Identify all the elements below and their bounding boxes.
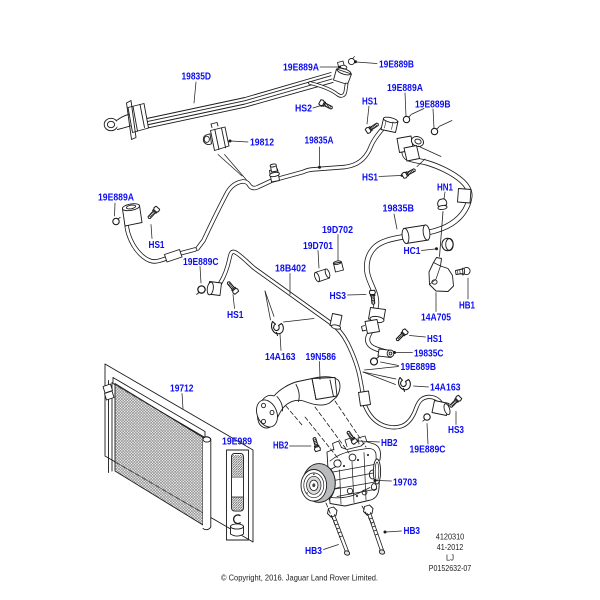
svg-text:14A163: 14A163 [265,352,296,363]
svg-text:19N586: 19N586 [306,352,337,363]
svg-text:HS2: HS2 [295,104,312,115]
svg-text:HB2: HB2 [273,441,289,452]
svg-text:HN1: HN1 [437,183,453,194]
svg-text:19835B: 19835B [383,204,415,215]
svg-text:19E889C: 19E889C [410,445,446,456]
svg-text:19D701: 19D701 [303,241,333,252]
svg-text:19E889C: 19E889C [183,257,219,268]
svg-text:4120310: 4120310 [436,533,465,542]
svg-text:19E889A: 19E889A [387,83,423,94]
svg-text:HC1: HC1 [404,246,421,257]
svg-text:18B402: 18B402 [275,264,306,275]
svg-text:LJ: LJ [446,554,454,563]
svg-text:19712: 19712 [170,384,194,395]
svg-text:HS3: HS3 [448,425,464,436]
svg-text:HS1: HS1 [227,310,244,321]
svg-text:19E989: 19E989 [222,437,252,448]
svg-text:HS1: HS1 [362,173,378,184]
svg-text:19835C: 19835C [414,349,444,360]
svg-text:19E889B: 19E889B [379,60,414,71]
svg-text:14A705: 14A705 [421,313,451,324]
svg-text:19835D: 19835D [182,72,212,83]
svg-text:19703: 19703 [393,478,417,489]
svg-text:14A163: 14A163 [430,383,461,394]
svg-text:HB3: HB3 [305,546,322,557]
svg-text:19D702: 19D702 [322,225,353,236]
svg-text:HB1: HB1 [459,301,475,312]
svg-text:19E889A: 19E889A [283,63,319,74]
svg-text:19812: 19812 [250,138,274,149]
svg-text:HS1: HS1 [362,97,378,108]
svg-text:19835A: 19835A [305,136,334,147]
svg-text:19E889B: 19E889B [401,362,437,373]
svg-text:© Copyright, 2016. Jaguar Land: © Copyright, 2016. Jaguar Land Rover Lim… [221,574,378,583]
svg-text:41-2012: 41-2012 [437,543,464,552]
svg-text:HB3: HB3 [404,526,421,537]
svg-text:HB2: HB2 [381,438,398,449]
svg-text:19E889B: 19E889B [415,100,451,111]
svg-text:19E889A: 19E889A [98,193,134,204]
svg-text:P0152632-07: P0152632-07 [429,564,472,573]
svg-text:HS1: HS1 [149,240,165,251]
svg-text:HS3: HS3 [330,291,347,302]
svg-text:HS1: HS1 [427,334,443,345]
